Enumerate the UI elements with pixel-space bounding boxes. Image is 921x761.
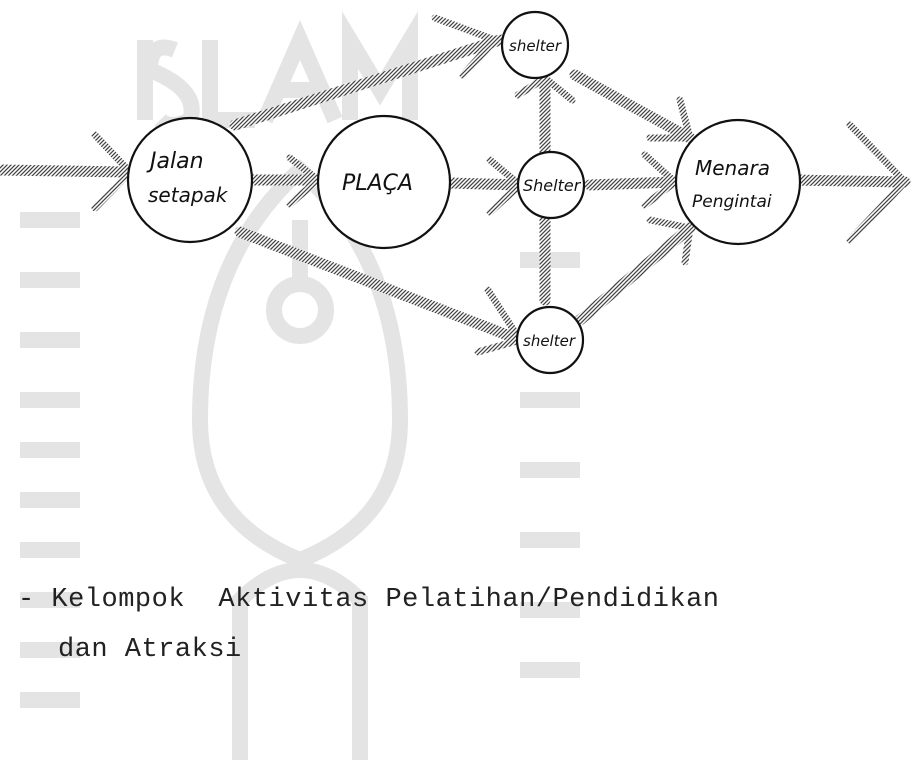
label-shelter-bottom: shelter bbox=[523, 332, 576, 350]
arrow-entry bbox=[0, 164, 136, 178]
node-menara bbox=[674, 118, 802, 246]
label-plasa: PLAÇA bbox=[342, 171, 413, 196]
flow-arrows bbox=[0, 34, 911, 346]
label-jalan-line1: Jalan bbox=[146, 149, 204, 174]
arrow-shelter-bottom-to-menara bbox=[574, 222, 696, 326]
caption-line-2: dan Atraksi bbox=[58, 635, 242, 665]
arrow-jalan-to-shelter-bottom bbox=[234, 226, 526, 346]
label-shelter-top: shelter bbox=[509, 37, 562, 55]
node-shelter-mid bbox=[516, 150, 586, 220]
arrow-exit bbox=[786, 174, 911, 188]
node-jalan-setapak bbox=[126, 116, 254, 244]
node-shelter-bottom bbox=[515, 305, 585, 375]
label-menara-line1: Menara bbox=[695, 156, 770, 180]
arrow-jalan-to-shelter-top bbox=[229, 34, 506, 131]
caption-line-1: - Kelompok Aktivitas Pelatihan/Pendidika… bbox=[18, 585, 720, 615]
node-plasa bbox=[316, 114, 452, 250]
arrowhead-shelter-top bbox=[431, 14, 499, 79]
arrowhead-menara-bottom bbox=[646, 216, 694, 266]
label-shelter-mid: Shelter bbox=[523, 176, 582, 195]
arrowhead-menara-top bbox=[646, 96, 694, 142]
label-menara-line2: Pengintai bbox=[692, 192, 772, 212]
node-shelter-top bbox=[500, 10, 570, 80]
arrowhead-exit bbox=[846, 121, 909, 244]
arrow-plasa-to-shelter-mid bbox=[444, 177, 526, 191]
arrow-shelter-mid-to-menara bbox=[584, 176, 681, 191]
arrowhead-shelter-top-up bbox=[514, 74, 576, 104]
label-jalan-line2: setapak bbox=[148, 183, 229, 207]
arrow-shelter-top-to-menara bbox=[569, 69, 696, 144]
